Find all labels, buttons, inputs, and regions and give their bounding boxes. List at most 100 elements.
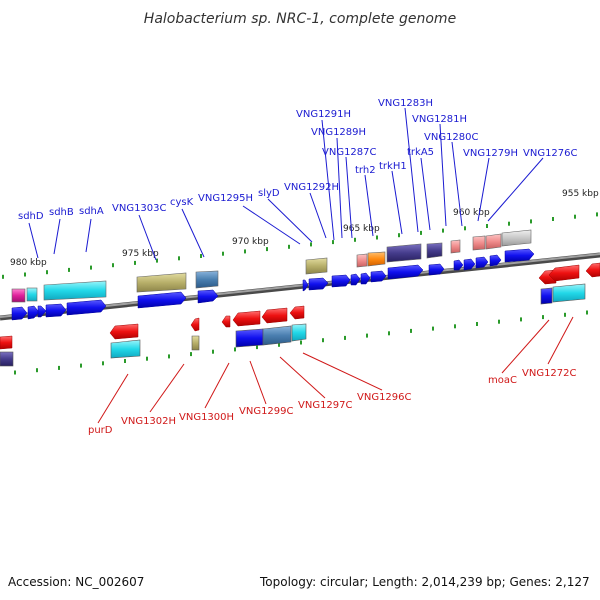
scale-tick [344,335,346,340]
forward-gene-arrows [11,248,535,321]
scale-tick [498,319,500,324]
gene-label: VNG1299C [239,406,294,417]
scale-tick [146,356,148,361]
gene-arrow [197,289,219,304]
gene-label: VNG1283H [378,98,433,109]
scale-label-955: 955 kbp [562,189,599,199]
cog-bar [501,229,532,247]
scale-tick [464,226,466,231]
scale-tick [574,214,576,219]
gene-arrow [360,272,371,285]
forward-leader-lines [28,107,544,261]
gene-label: VNG1289H [311,127,366,138]
scale-tick [68,267,70,272]
gene-label: moaC [488,375,517,386]
scale-tick [322,338,324,343]
scale-tick [80,363,82,368]
gene-label: VNG1291H [296,109,351,120]
cog-bar [472,235,486,251]
gene-arrow [463,258,476,271]
gene-label: sdhD [18,211,44,222]
scale-tick [366,333,368,338]
gene-arrow [0,335,13,350]
gene-arrow [350,273,361,286]
gene-arrow [504,248,535,263]
gene-label: VNG1292H [284,182,339,193]
scale-tick [58,365,60,370]
scale-tick [2,274,4,279]
gene-arrow [45,303,67,318]
cog-bar [11,288,26,303]
cog-bar [136,272,187,293]
gene-label: cysK [170,197,194,208]
scale-tick [90,265,92,270]
scale-tick [190,352,192,357]
gene-arrow [428,263,445,276]
scale-tick [486,224,488,228]
scale-label-970: 970 kbp [232,237,269,247]
cog-bar [0,351,14,367]
gene-arrow [370,270,387,283]
scale-tick [442,228,444,233]
gene-arrow [585,262,600,278]
cog-bar [552,283,586,303]
gene-label: VNG1281H [412,114,467,125]
inner-scale-ticks [14,310,588,375]
gene-label: sdhB [49,207,74,218]
scale-tick [14,370,16,375]
forward-gene-labels: sdhD sdhB sdhA VNG1303C cysK VNG1295H sl… [18,98,578,222]
gene-label: VNG1295H [198,193,253,204]
scale-tick [552,217,554,221]
scale-tick [398,233,400,238]
scale-tick [124,359,126,363]
gene-arrow [548,264,580,282]
scale-tick [508,221,510,226]
scale-tick [420,230,422,235]
scale-tick [278,342,280,347]
cog-bar [43,280,107,301]
scale-tick [410,328,412,333]
scale-tick [168,354,170,359]
cog-bar [426,242,443,259]
gene-label: VNG1279H [463,148,518,159]
scale-tick [520,317,522,322]
scale-label-965: 965 kbp [343,224,380,234]
outer-scale-ticks [2,212,598,279]
scale-labels: 955 kbp 960 kbp 965 kbp 970 kbp 975 kbp … [10,189,599,268]
scale-tick [134,260,136,265]
cog-bar [356,253,368,268]
reverse-gene-arrows [0,262,600,350]
scale-label-980: 980 kbp [10,258,47,268]
gene-arrow [302,279,309,292]
gene-label: trkA5 [407,147,434,158]
gene-arrow [109,323,139,340]
scale-tick [476,322,478,326]
scale-tick [564,312,566,317]
cog-bar [110,339,141,359]
scale-tick [24,272,26,277]
gene-label: trkH1 [379,161,407,172]
scale-tick [310,242,312,247]
scale-tick [102,361,104,366]
cog-bar [367,251,386,267]
gene-arrow [66,299,107,316]
scale-tick [300,340,302,345]
scale-tick [156,258,158,263]
accession-text: Accession: NC_002607 [8,575,144,589]
scale-label-975: 975 kbp [122,249,159,259]
scale-tick [388,331,390,336]
cog-bar [195,270,219,289]
gene-arrow [261,307,288,324]
gene-label: VNG1272C [522,368,577,379]
gene-arrow [331,274,351,288]
gene-label: VNG1280C [424,132,479,143]
gene-arrow [221,315,231,328]
gene-label: slyD [258,188,280,199]
scale-tick [530,219,532,224]
cog-bar [291,323,307,342]
gene-label: VNG1287C [322,147,377,158]
reverse-leader-lines [97,316,574,424]
gene-arrow [308,277,329,291]
scale-tick [36,368,38,373]
